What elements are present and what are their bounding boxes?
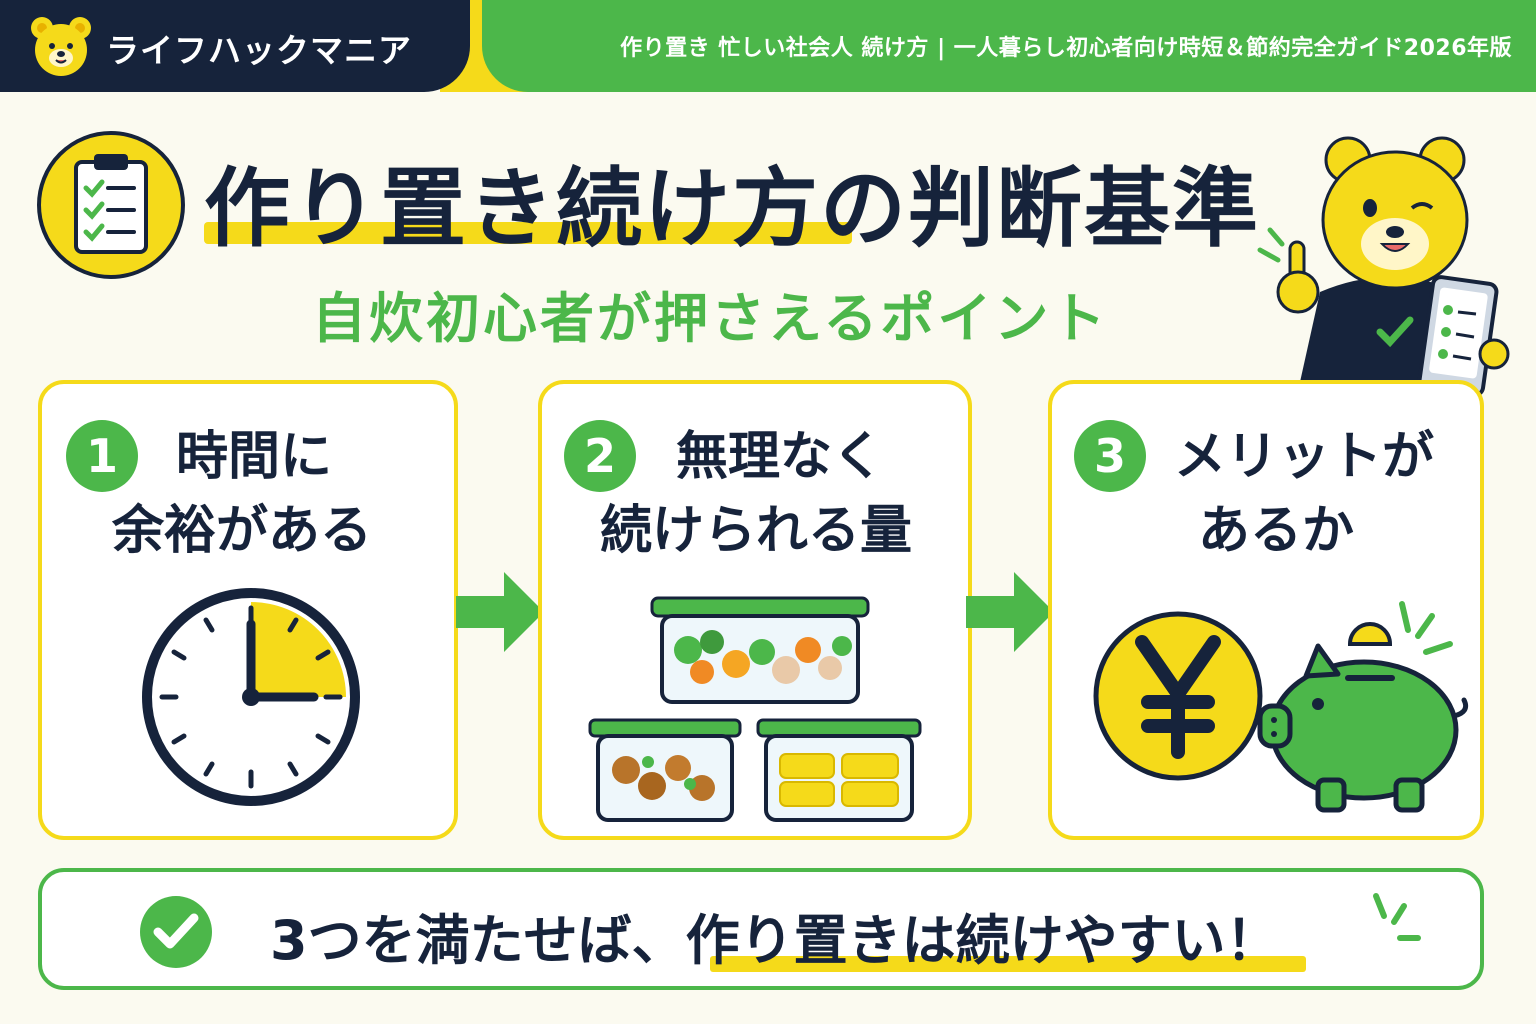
arrow-right-icon [966, 572, 1054, 652]
step-title-line1: 無理なく [676, 427, 885, 487]
food-containers-icon [588, 596, 922, 822]
yen-piggy-bank-icon [1093, 601, 1469, 813]
conclusion-underline-highlight [710, 956, 1306, 972]
step-number-badge: 2 [564, 420, 636, 492]
step-number-badge: 1 [66, 420, 138, 492]
step-title-line2: 余裕がある [112, 501, 373, 561]
step-card-merit: 3 メリットが あるか [1048, 380, 1484, 840]
conclusion-prefix: 3つを満たせば、 [270, 909, 686, 972]
step-card-amount: 2 無理なく 続けられる量 [538, 380, 972, 840]
step-card-time: 1 時間に 余裕がある [38, 380, 458, 840]
header-tagline: 作り置き 忙しい社会人 続け方 | 一人暮らし初心者向け時短＆節約完全ガイド20… [620, 36, 1512, 61]
title-underline-highlight [204, 222, 852, 244]
brand-name[interactable]: ライフハックマニア [106, 31, 412, 70]
conclusion-banner: 3つを満たせば、作り置きは続けやすい！ [38, 868, 1484, 990]
conclusion-highlight: 作り置きは続けやすい！ [685, 909, 1280, 972]
page-title: 作り置き続け方の判断基準 [204, 159, 1260, 259]
sparkle-icon [1373, 893, 1421, 941]
step-title-line2: 続けられる量 [600, 501, 913, 561]
step-title-line1: メリットが [1174, 427, 1435, 487]
header-tagline-bar: 作り置き 忙しい社会人 続け方 | 一人暮らし初心者向け時短＆節約完全ガイド20… [482, 0, 1536, 92]
step-number-badge: 3 [1074, 420, 1146, 492]
step-title-line1: 時間に [176, 427, 333, 487]
bear-face-icon [31, 17, 91, 76]
step-title-line2: あるか [1198, 501, 1355, 561]
arrow-right-icon [456, 572, 544, 652]
clock-icon [142, 588, 360, 806]
brand-bar: ライフハックマニア [0, 0, 470, 92]
check-circle-icon [140, 896, 212, 968]
bear-mascot-with-tablet-icon [1257, 136, 1510, 397]
clipboard-checklist-icon [37, 131, 185, 279]
page-subtitle: 自炊初心者が押さえるポイント [312, 287, 1109, 350]
conclusion-text: 3つを満たせば、作り置きは続けやすい！ [270, 896, 1280, 975]
